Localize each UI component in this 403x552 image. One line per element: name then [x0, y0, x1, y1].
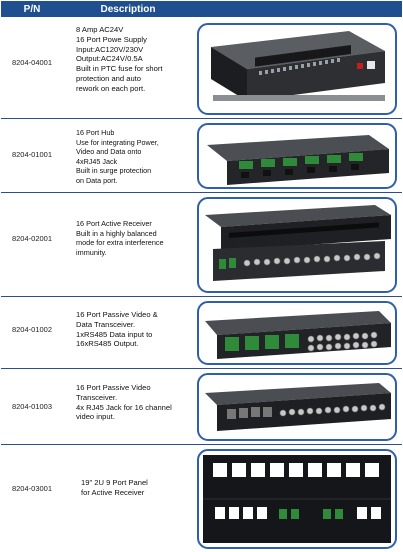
desc-line: Data Transceiver. — [76, 319, 136, 329]
desc-line: rework on each port. — [76, 83, 146, 93]
product-photo-frame — [197, 197, 397, 293]
desc-line: Built in PTC fuse for short — [76, 64, 163, 74]
desc-line: on Data port. — [76, 175, 118, 185]
desc-line: 8 Amp AC24V — [76, 25, 124, 34]
product-photo-frame — [197, 449, 397, 549]
desc-line: 16 Port Hub — [76, 128, 115, 137]
table-row: 8204-01001 16 Port Hub Use for integrati… — [1, 119, 402, 193]
desc-line: 4x RJ45 Jack for 16 channel — [76, 402, 172, 412]
port-panel-image — [203, 455, 391, 543]
table-row: 8204-01003 16 Port Passive Video Transce… — [1, 369, 402, 445]
desc-line: protection and auto — [76, 73, 142, 83]
description-text: 16 Port Passive Video Transceiver. 4x RJ… — [76, 383, 196, 422]
desc-line: Output:AC24V/0.5A — [76, 54, 143, 64]
desc-line: 16xRS485 Output. — [76, 339, 139, 349]
table-header: P/N Description — [1, 1, 402, 17]
table-row: 8204-04001 8 Amp AC24V 16 Port Powe Supp… — [1, 17, 402, 119]
hub-image — [207, 135, 389, 185]
header-description: Description — [100, 3, 156, 15]
description-text: 8 Amp AC24V 16 Port Powe Supply Input:AC… — [76, 25, 196, 94]
desc-line: 16 Port Passive Video — [76, 383, 151, 392]
part-number: 8204-01003 — [11, 402, 53, 411]
desc-line: 4xRJ45 Jack — [76, 156, 118, 166]
passive-video-transceiver-image — [205, 383, 391, 431]
table-row: 8204-01002 16 Port Passive Video & Data … — [1, 297, 402, 369]
table-row: 8204-02001 16 Port Active Receiver Built… — [1, 193, 402, 297]
product-photo-frame — [197, 373, 397, 441]
part-number: 8204-01002 — [11, 325, 53, 334]
description-text: 19" 2U 9 Port Panel for Active Receiver — [81, 478, 201, 498]
desc-line: 1xRS485 Data input to — [76, 329, 153, 339]
desc-line: Input:AC120V/230V — [76, 44, 144, 54]
table-row: 8204-03001 19" 2U 9 Port Panel for Activ… — [1, 445, 402, 550]
desc-line: Video and Data onto — [76, 147, 142, 157]
description-text: 16 Port Passive Video & Data Transceiver… — [76, 310, 196, 349]
desc-line: Built in surge protection — [76, 166, 152, 176]
desc-line: 16 Port Powe Supply — [76, 34, 147, 44]
description-text: 16 Port Active Receiver Built in a highl… — [76, 219, 196, 257]
desc-line: 19" 2U 9 Port Panel — [81, 478, 148, 487]
part-number: 8204-01001 — [11, 150, 53, 159]
desc-line: for Active Receiver — [81, 487, 145, 497]
header-pn: P/N — [23, 3, 41, 15]
desc-line: Use for integrating Power, — [76, 137, 159, 147]
desc-line: Transceiver. — [76, 392, 118, 402]
product-photo-frame — [197, 301, 397, 365]
desc-line: Built in a highly balanced — [76, 228, 157, 238]
part-number: 8204-03001 — [11, 484, 53, 493]
desc-line: video input. — [76, 412, 115, 422]
power-supply-image — [211, 31, 385, 101]
part-number: 8204-02001 — [11, 234, 53, 243]
passive-video-data-transceiver-image — [205, 311, 391, 359]
active-receiver-image — [205, 205, 391, 281]
description-text: 16 Port Hub Use for integrating Power, V… — [76, 128, 196, 186]
desc-line: immunity. — [76, 247, 107, 257]
product-photo-frame — [197, 23, 397, 115]
desc-line: 16 Port Passive Video & — [76, 310, 158, 319]
part-number: 8204-04001 — [11, 58, 53, 67]
desc-line: mode for extra interference — [76, 238, 164, 248]
product-photo-frame — [197, 123, 397, 189]
desc-line: 16 Port Active Receiver — [76, 219, 152, 228]
